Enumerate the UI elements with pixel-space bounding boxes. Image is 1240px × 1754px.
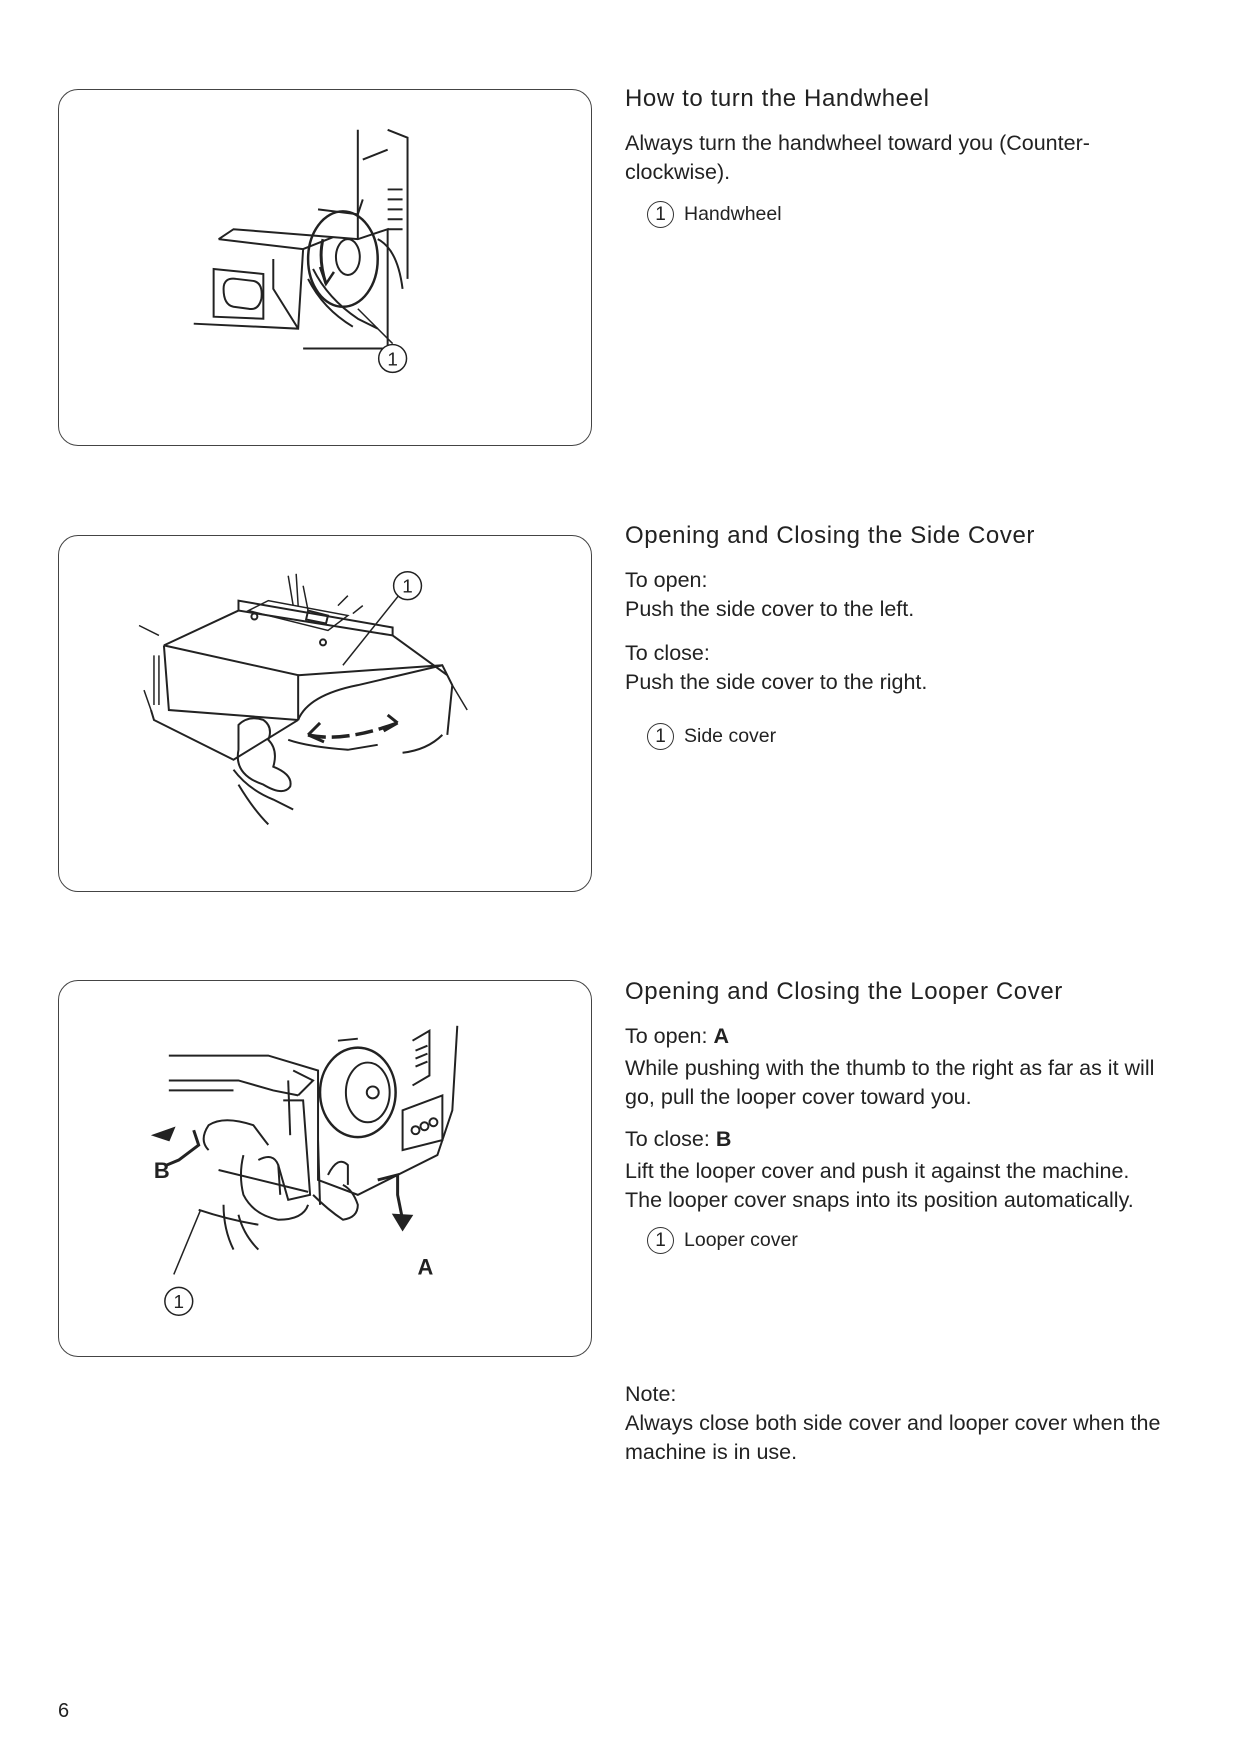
page-number: 6 (58, 1700, 70, 1722)
legend-item: 1 Handwheel (647, 201, 1185, 228)
svg-text:1: 1 (174, 1292, 185, 1313)
legend-label: Handwheel (684, 203, 782, 225)
side-cover-illustration: 1 (58, 535, 592, 892)
section-handwheel: How to turn the Handwheel Always turn th… (625, 85, 1185, 228)
to-open-label: To open: (625, 1024, 708, 1048)
to-open-line: To open: A (625, 1022, 1185, 1051)
to-close-text: Lift the looper cover and push it agains… (625, 1159, 1130, 1183)
section-heading: Opening and Closing the Side Cover (625, 522, 1035, 549)
looper-cover-drawing: B A 1 (150, 1025, 459, 1316)
handwheel-drawing: 1 (193, 128, 409, 374)
paragraph: Always turn the handwheel toward you (Co… (625, 131, 1090, 184)
to-close-label: To close: (625, 1127, 710, 1151)
looper-cover-illustration: B A 1 (58, 980, 592, 1357)
side-cover-drawing: 1 (138, 571, 468, 826)
note-text: Always close both side cover and looper … (625, 1411, 1161, 1464)
to-close-text: Push the side cover to the right. (625, 670, 928, 694)
legend-label: Side cover (684, 725, 777, 747)
callout-1-looper-cover: 1 (164, 1286, 194, 1316)
label-a: A (418, 1254, 434, 1279)
to-open-label: To open: (625, 568, 708, 592)
handwheel-illustration: 1 (58, 89, 592, 446)
legend-item: 1 Looper cover (647, 1227, 1185, 1254)
to-open-text: Push the side cover to the left. (625, 597, 915, 621)
section-side-cover: Opening and Closing the Side Cover To op… (625, 522, 1185, 750)
legend-number: 1 (647, 723, 674, 750)
callout-1-side-cover: 1 (392, 571, 423, 601)
to-open-text: While pushing with the thumb to the righ… (625, 1056, 1155, 1109)
callout-1-handwheel: 1 (377, 343, 408, 374)
legend-item: 1 Side cover (647, 723, 1185, 750)
section-heading: Opening and Closing the Looper Cover (625, 978, 1063, 1005)
to-close-label: To close: (625, 641, 710, 665)
svg-text:1: 1 (387, 349, 398, 370)
note-block: Note: Always close both side cover and l… (625, 1380, 1185, 1476)
legend-label: Looper cover (684, 1229, 798, 1251)
legend-number: 1 (647, 1227, 674, 1254)
svg-text:1: 1 (402, 577, 412, 598)
legend-number: 1 (647, 201, 674, 228)
section-looper-cover: Opening and Closing the Looper Cover To … (625, 978, 1185, 1254)
to-close-key: B (715, 1127, 732, 1151)
to-close-text-2: The looper cover snaps into its position… (625, 1188, 1134, 1212)
to-open-key: A (713, 1024, 729, 1048)
label-b: B (154, 1158, 170, 1183)
to-close-line: To close: B (625, 1125, 1185, 1154)
section-heading: How to turn the Handwheel (625, 85, 930, 112)
note-label: Note: (625, 1382, 677, 1406)
